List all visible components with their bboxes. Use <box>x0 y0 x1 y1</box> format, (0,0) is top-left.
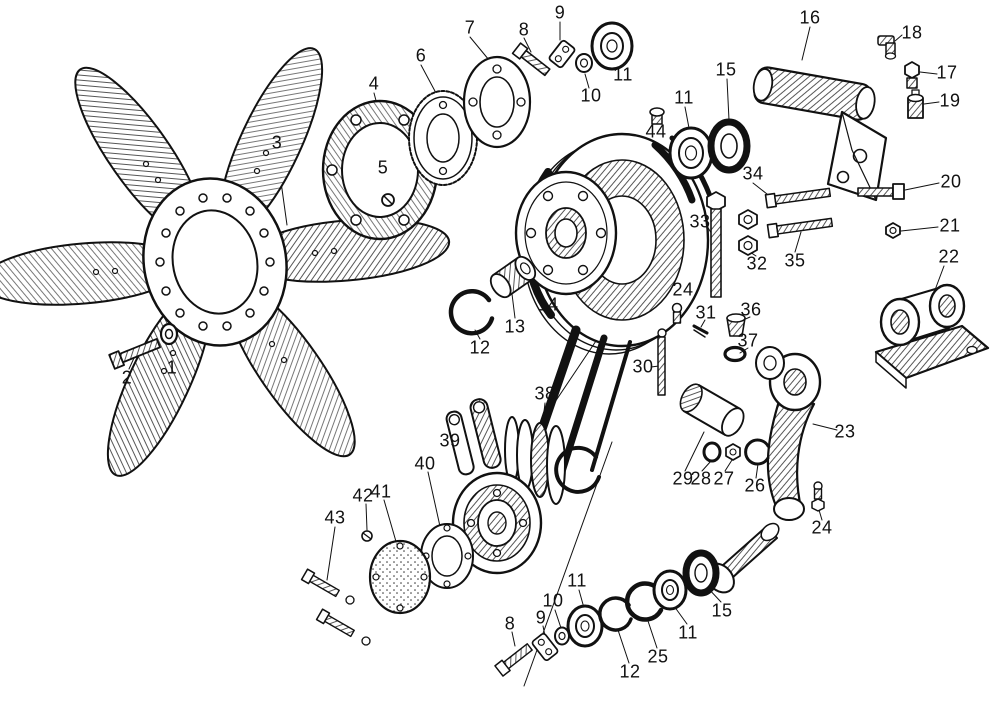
part-1-washer <box>159 322 179 346</box>
part-27-nut <box>725 443 741 461</box>
part-11-bearing-a <box>590 21 634 71</box>
part-6-gasket <box>408 90 478 186</box>
part-7-gasket <box>462 55 532 149</box>
part-26-snapring <box>744 438 770 466</box>
part-24-fitting-a <box>671 302 683 324</box>
part-11-bearing-b <box>668 126 714 180</box>
part-2-bolt <box>108 338 161 370</box>
part-13-spacer <box>489 255 537 299</box>
part-9-lockplate <box>548 39 576 69</box>
part-31-pin <box>692 324 709 338</box>
part-37-ring <box>723 345 747 363</box>
part-30-rod <box>657 328 667 396</box>
part-16-bracket <box>752 66 888 202</box>
part-3-fan <box>0 47 451 477</box>
part-11-bearing-d <box>652 569 688 611</box>
part-43-bolts <box>300 568 371 646</box>
part-28-ring <box>702 441 722 463</box>
part-42-screw <box>361 530 373 542</box>
part-15-seal-b <box>682 549 720 597</box>
part-44-plug <box>649 107 665 125</box>
part-39-bracket <box>445 398 502 476</box>
part-18-fitting <box>877 35 897 60</box>
part-17-fitting <box>904 61 920 89</box>
part-33-bolt <box>706 191 726 298</box>
part-41-plate <box>368 539 432 615</box>
part-20-bolt <box>857 183 905 200</box>
part-36-cup <box>726 313 746 337</box>
part-12-snapring-a <box>448 289 495 336</box>
part-12-snapring-b <box>598 596 633 632</box>
part-14-hub <box>514 170 618 296</box>
part-9-lockplate-b <box>531 632 559 662</box>
part-35-bolt <box>766 217 834 239</box>
part-24-fitting-b <box>811 481 825 512</box>
part-21-nut <box>885 222 901 239</box>
leader-lines <box>128 21 945 664</box>
part-8-bolt <box>511 42 551 77</box>
part-32-nuts <box>738 209 758 256</box>
part-25-ring <box>624 581 664 622</box>
part-19-fitting <box>907 89 924 119</box>
part-29-cylinder <box>679 383 745 437</box>
part-8-bolt-b <box>494 643 533 677</box>
part-23-arm <box>755 346 822 521</box>
part-15-seal-a <box>707 118 751 174</box>
part-11-bearing-c <box>566 604 604 648</box>
part-40-gasket <box>420 523 474 589</box>
part-10-washer <box>575 53 593 73</box>
part-22-bracket <box>874 283 990 389</box>
part-5-screw <box>381 193 395 207</box>
part-34-bolt <box>764 187 832 209</box>
part-38-pulley <box>451 416 601 575</box>
